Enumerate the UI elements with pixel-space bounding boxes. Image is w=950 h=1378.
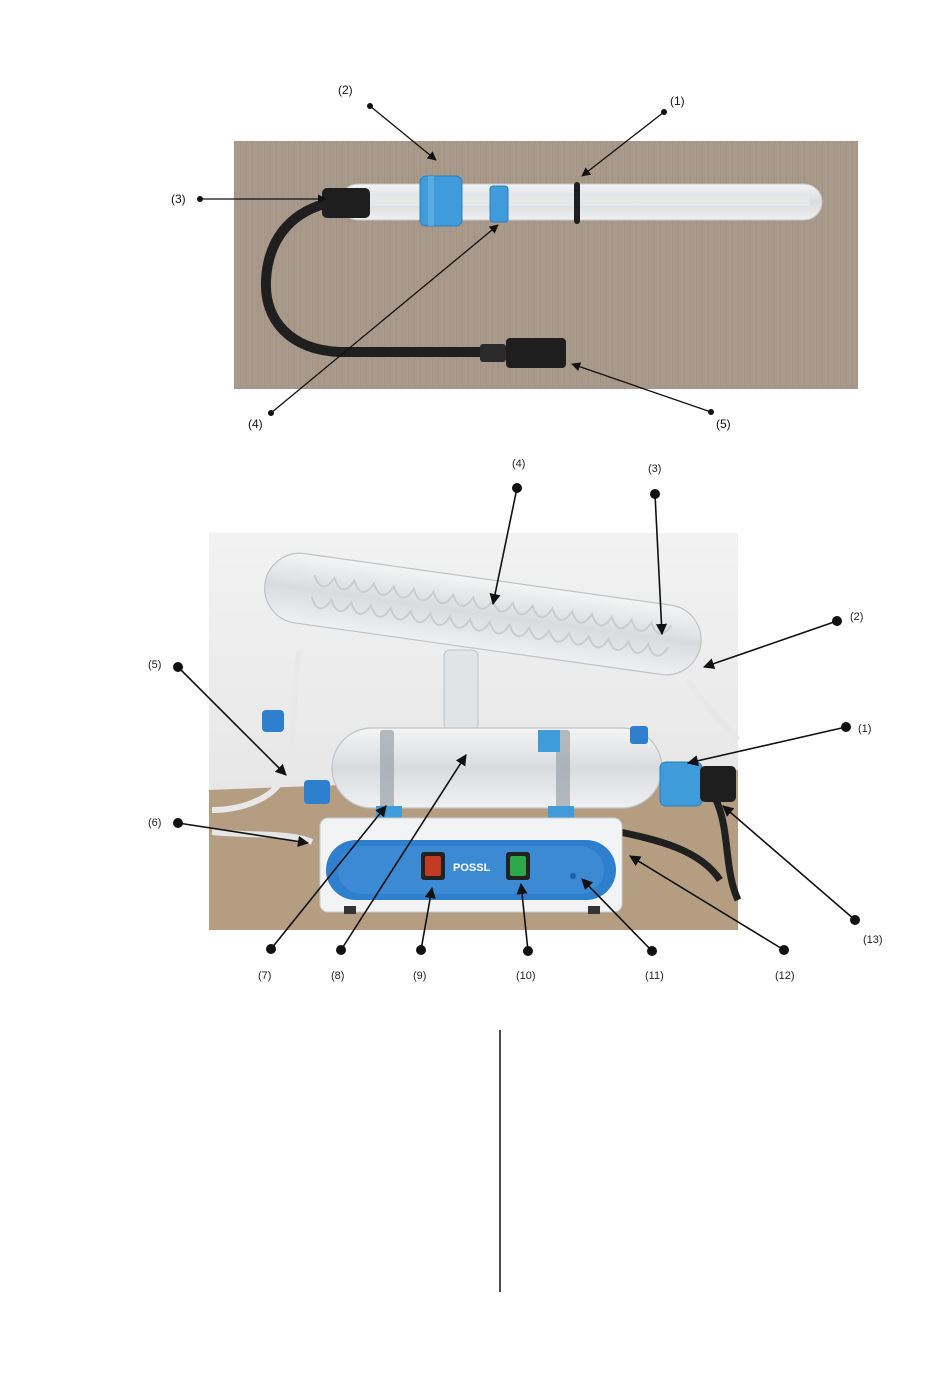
fig2-label-2: (2): [850, 611, 863, 623]
fig2-label-13: (13): [863, 934, 883, 946]
fig2-label-1: (1): [858, 723, 871, 735]
fig2-label-8: (8): [331, 970, 344, 982]
blue-nut: [420, 176, 462, 226]
fig2-label-6: (6): [148, 817, 161, 829]
fig1-label-2: (2): [338, 83, 353, 97]
blue-sleeve: [490, 186, 508, 222]
fig2-label-5: (5): [148, 659, 161, 671]
heater-black-cap: [700, 766, 736, 802]
figure-1-photo: [234, 141, 858, 389]
fig1-label-1: (1): [670, 94, 685, 108]
fig2-label-3: (3): [648, 463, 661, 475]
fig2-label-12: (12): [775, 970, 795, 982]
fig2-label-7: (7): [258, 970, 271, 982]
power-plug: [506, 338, 566, 368]
figure-2-photo: POSSL: [209, 533, 738, 930]
fig2-label-4: (4): [512, 458, 525, 470]
black-end-cap: [322, 188, 370, 218]
fig2-label-9: (9): [413, 970, 426, 982]
fig1-label-5: (5): [716, 417, 731, 431]
fig2-label-10: (10): [516, 970, 536, 982]
fig1-label-4: (4): [248, 417, 263, 431]
fig2-label-11: (11): [645, 970, 664, 982]
o-ring: [574, 182, 580, 224]
panel-brand-text: POSSL: [453, 862, 491, 874]
left-blue-cap: [304, 780, 330, 804]
heater-blue-nut: [660, 762, 702, 806]
fig1-label-3: (3): [171, 192, 186, 206]
